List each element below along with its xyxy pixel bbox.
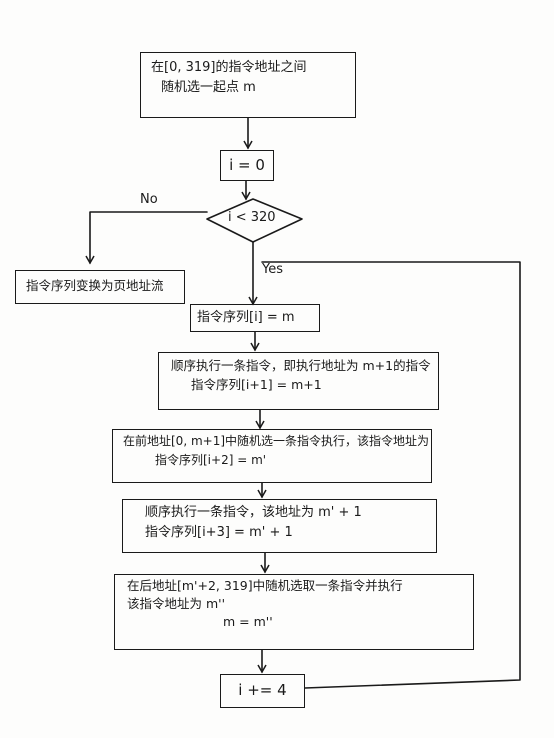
step2-line1: 顺序执行一条指令，即执行地址为 m+1的指令 <box>171 358 431 373</box>
decision-text: i < 320 <box>228 210 276 225</box>
yes-label: Yes <box>262 262 283 277</box>
init-box-text: i = 0 <box>229 156 265 174</box>
step1-box: 指令序列[i] = m <box>190 304 320 332</box>
step1-text: 指令序列[i] = m <box>197 310 295 325</box>
step3-line2: 指令序列[i+2] = m' <box>155 452 267 467</box>
exit-box: 指令序列变换为页地址流 <box>15 270 185 304</box>
step3-line1: 在前地址[0, m+1]中随机选一条指令执行，该指令地址为 m' <box>123 434 432 448</box>
no-label: No <box>140 192 158 207</box>
step4-line2: 指令序列[i+3] = m' + 1 <box>145 525 293 541</box>
step4-box: 顺序执行一条指令，该地址为 m' + 1 指令序列[i+3] = m' + 1 <box>122 499 437 553</box>
start-box-line2: 随机选一起点 m <box>161 80 256 96</box>
start-box: 在[0, 319]的指令地址之间 随机选一起点 m <box>140 52 356 118</box>
arrow-no-branch <box>85 211 208 265</box>
step4-line1: 顺序执行一条指令，该地址为 m' + 1 <box>145 505 362 520</box>
step5-line1: 在后地址[m'+2, 319]中随机选取一条指令并执行 <box>127 578 403 593</box>
step3-box: 在前地址[0, m+1]中随机选一条指令执行，该指令地址为 m' 指令序列[i+… <box>112 429 432 483</box>
step5-line3: m = m'' <box>223 614 273 630</box>
step2-box: 顺序执行一条指令，即执行地址为 m+1的指令 指令序列[i+1] = m+1 <box>158 352 439 410</box>
init-box: i = 0 <box>220 150 274 181</box>
arrow-loop-back <box>261 261 521 689</box>
step5-box: 在后地址[m'+2, 319]中随机选取一条指令并执行 该指令地址为 m'' m… <box>114 574 474 650</box>
exit-box-text: 指令序列变换为页地址流 <box>26 278 164 293</box>
step5-line2: 该指令地址为 m'' <box>127 596 226 612</box>
increment-box: i += 4 <box>220 674 305 708</box>
increment-box-text: i += 4 <box>238 681 287 699</box>
start-box-line1: 在[0, 319]的指令地址之间 <box>151 60 307 75</box>
step2-line2: 指令序列[i+1] = m+1 <box>191 377 322 393</box>
